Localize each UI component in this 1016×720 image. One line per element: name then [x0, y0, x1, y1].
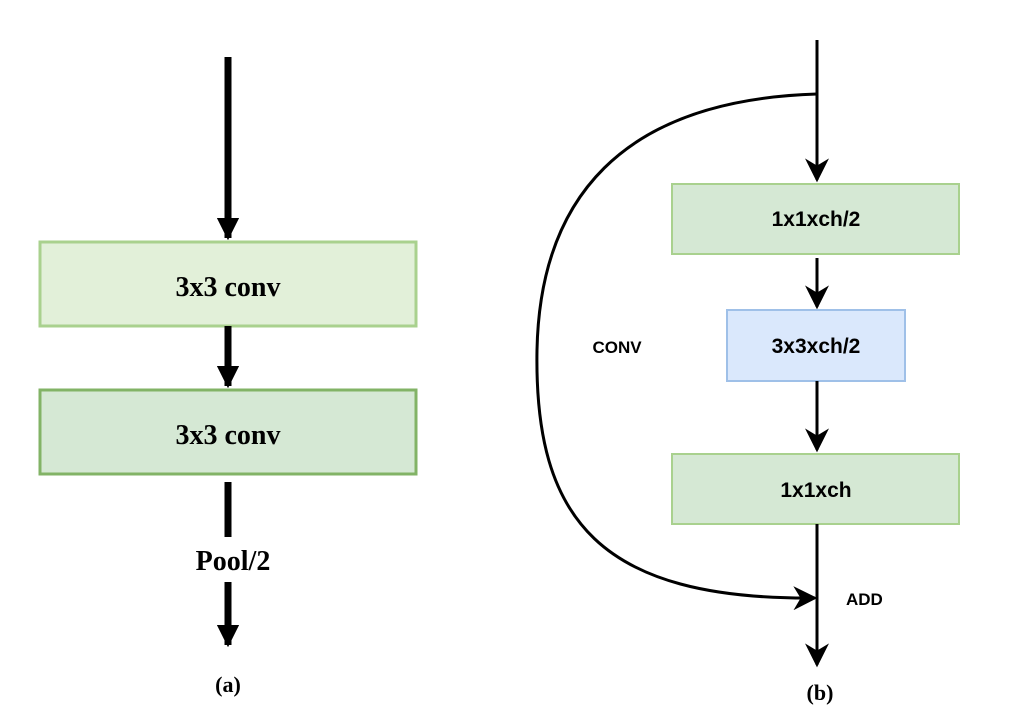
panel-b: CONV 1x1xch/2 3x3xch/2 1x1xch ADD (b): [535, 40, 960, 705]
conv-block-2-a: [38, 388, 418, 476]
conv-block-2-b: [726, 309, 906, 382]
caption-a: (a): [215, 672, 241, 697]
pool-label: Pool/2: [196, 546, 271, 577]
conv-block-3-label-b: 1x1xch: [780, 479, 851, 502]
panel-a: 3x3 conv 3x3 conv Pool/2 (a): [38, 57, 418, 697]
conv-block-2-label-a: 3x3 conv: [176, 420, 281, 451]
add-label: ADD: [846, 590, 883, 609]
skip-conv-label: CONV: [592, 338, 642, 357]
caption-b: (b): [807, 680, 834, 705]
conv-block-1-label-b: 1x1xch/2: [772, 208, 861, 231]
conv-block-1-label-a: 3x3 conv: [176, 272, 281, 303]
skip-connection-curve: [535, 92, 818, 611]
conv-block-1-b: [671, 183, 960, 255]
conv-block-3-b: [671, 453, 960, 525]
conv-block-2-label-b: 3x3xch/2: [772, 335, 861, 358]
